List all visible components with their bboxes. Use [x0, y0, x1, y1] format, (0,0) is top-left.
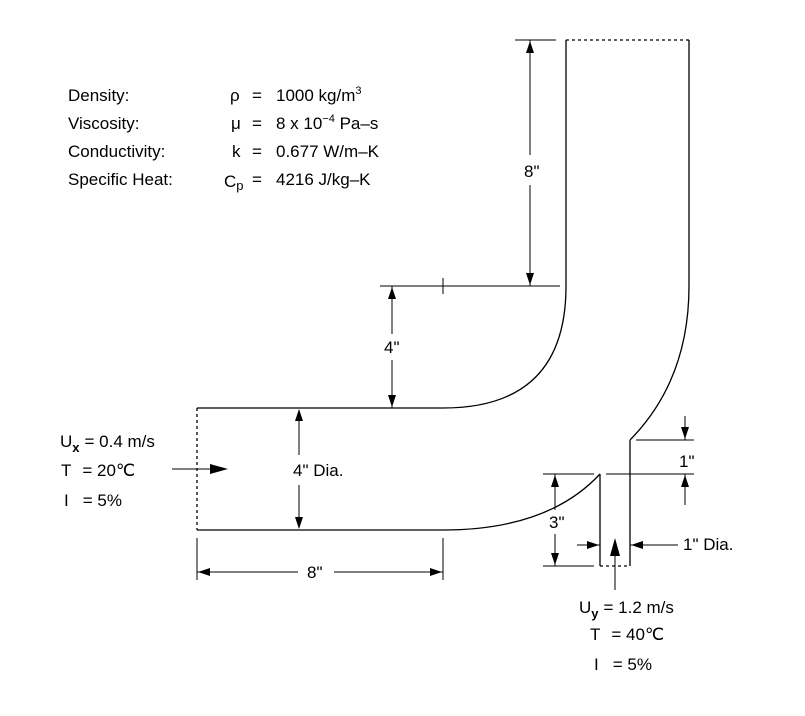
- pipe-geometry: [196, 39, 690, 567]
- branch-height-arrow-top: [551, 475, 559, 487]
- dimension-lines: 8" 4" 4" Dia. 8" 1": [196, 39, 733, 582]
- riser-length-label: 8": [524, 162, 540, 181]
- elbow-outer-wall-upper: [629, 285, 690, 441]
- density-value: 1000 kg/m3: [276, 85, 362, 105]
- elbow-inner-wall: [442, 285, 567, 409]
- specific-heat-label: Specific Heat:: [68, 170, 173, 189]
- specific-heat-equals: =: [252, 170, 262, 189]
- branch-inlet-conditions: Uy= 1.2 m/s T= 40℃ I= 5%: [579, 598, 674, 674]
- main-inlet-intensity: I= 5%: [64, 491, 122, 510]
- length-dim-arrow-left: [198, 568, 210, 576]
- properties-table: Density: ρ = 1000 kg/m3 Viscosity: μ = 8…: [68, 85, 380, 193]
- flow-arrows: [172, 464, 620, 590]
- viscosity-label: Viscosity:: [68, 114, 140, 133]
- branch-dia-arrow-right: [631, 541, 643, 549]
- density-exponent: 3: [355, 85, 361, 97]
- radius-dim-arrow-top: [388, 287, 396, 299]
- branch-inlet-velocity: Uy= 1.2 m/s: [579, 598, 674, 621]
- main-dia-arrow-top: [295, 409, 303, 421]
- density-symbol: ρ: [230, 86, 240, 105]
- branch-height-arrow-bottom: [551, 553, 559, 565]
- viscosity-value: 8 x 10−4 Pa–s: [276, 113, 378, 133]
- specific-heat-value: 4216 J/kg–K: [276, 170, 371, 189]
- main-dia-arrow-bottom: [295, 517, 303, 529]
- main-diameter-label: 4" Dia.: [293, 461, 343, 480]
- main-flow-arrow-head: [210, 464, 228, 474]
- density-equals: =: [252, 86, 262, 105]
- viscosity-exponent: −4: [322, 113, 335, 125]
- inlet-length-label: 8": [307, 563, 323, 582]
- elbow-outer-wall-lower: [442, 473, 601, 531]
- branch-diameter-label: 1" Dia.: [683, 535, 733, 554]
- branch-flow-arrow-head: [610, 538, 620, 556]
- conductivity-equals: =: [252, 142, 262, 161]
- viscosity-symbol: μ: [231, 114, 241, 133]
- branch-inlet-temperature: T= 40℃: [590, 625, 664, 644]
- conductivity-label: Conductivity:: [68, 142, 165, 161]
- offset-dim-arrow-top: [681, 427, 689, 439]
- conductivity-symbol: k: [232, 142, 241, 161]
- main-inlet-temperature: T= 20℃: [61, 461, 135, 480]
- viscosity-equals: =: [252, 114, 262, 133]
- main-inlet-velocity: Ux= 0.4 m/s: [60, 432, 155, 455]
- riser-dim-arrow-bottom: [526, 273, 534, 285]
- branch-inlet-intensity: I= 5%: [594, 655, 652, 674]
- specific-heat-symbol: Cp: [224, 172, 244, 193]
- branch-dia-arrow-left: [587, 541, 599, 549]
- main-inlet-conditions: Ux= 0.4 m/s T= 20℃ I= 5%: [60, 432, 155, 510]
- conductivity-value: 0.677 W/m–K: [276, 142, 380, 161]
- elbow-radius-label: 4": [384, 338, 400, 357]
- branch-height-label: 3": [549, 513, 565, 532]
- radius-dim-arrow-bottom: [388, 395, 396, 407]
- offset-dim-arrow-bottom: [681, 475, 689, 487]
- riser-dim-arrow-top: [526, 41, 534, 53]
- specific-heat-subscript: p: [236, 178, 243, 193]
- density-label: Density:: [68, 86, 129, 105]
- length-dim-arrow-right: [430, 568, 442, 576]
- branch-offset-label: 1": [679, 452, 695, 471]
